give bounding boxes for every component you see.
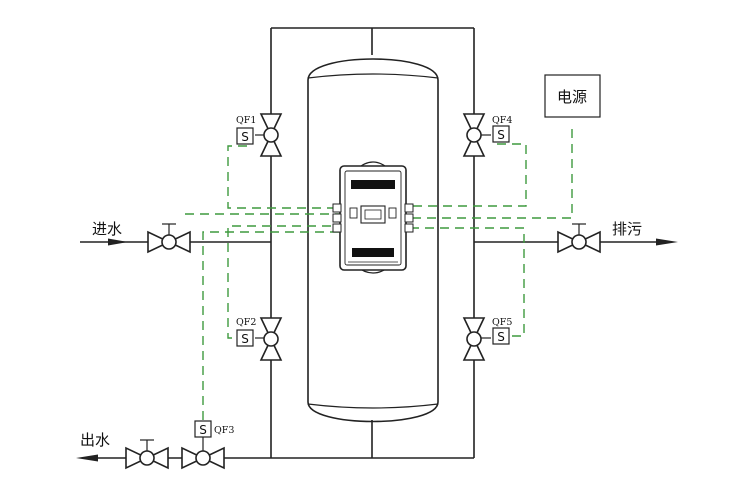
valve-qf4[interactable]: S QF4	[462, 113, 512, 157]
ctrl-line-qf5	[406, 227, 525, 337]
cable-gland-right-3	[404, 223, 414, 233]
outlet-manual-valve[interactable]	[125, 439, 169, 470]
qf2-solenoid-box	[236, 329, 254, 347]
qf4-label: QF4	[492, 115, 512, 126]
qf5-solenoid-letter: S	[497, 330, 505, 344]
cable-gland-right-1	[404, 203, 414, 213]
controller-screen	[364, 209, 382, 220]
tank-bottom-seam	[307, 403, 439, 409]
cable-gland-left-1	[332, 203, 342, 213]
qf3-solenoid-letter: S	[199, 423, 207, 437]
control-lines	[185, 129, 573, 420]
valve-qf2[interactable]: S QF2	[236, 317, 283, 361]
tank	[307, 58, 439, 423]
ctrl-line-power	[406, 129, 573, 219]
valve-qf5[interactable]: S QF5	[462, 317, 512, 361]
power-label: 电源	[557, 88, 587, 106]
controller-title-bar	[351, 180, 395, 189]
outlet-label: 出水	[80, 431, 110, 449]
qf5-label: QF5	[492, 317, 512, 328]
controller-brand-bar	[352, 248, 394, 257]
ctrl-line-qf1	[227, 145, 340, 209]
ctrl-line-qf2	[227, 225, 340, 339]
controller-inner-frame	[344, 170, 402, 266]
controller-left-button	[349, 207, 358, 219]
inlet-manual-valve[interactable]	[147, 223, 191, 254]
controller-box	[332, 161, 414, 274]
qf3-solenoid-box	[194, 420, 212, 438]
drain-manual-valve[interactable]	[557, 223, 601, 254]
outlet-arrow-icon	[76, 454, 98, 462]
inlet-arrow-icon	[108, 238, 128, 246]
drain-arrow-icon	[656, 238, 678, 246]
tank-body	[307, 58, 439, 423]
controller-right-button	[388, 207, 397, 219]
cable-gland-left-3	[332, 223, 342, 233]
power-box	[544, 74, 601, 118]
drain-label: 排污	[612, 220, 642, 238]
qf2-solenoid-letter: S	[241, 332, 249, 346]
cable-gland-right-2	[404, 213, 414, 223]
ctrl-line-qf4	[406, 143, 527, 207]
inlet-label: 进水	[92, 220, 122, 238]
ctrl-line-qf3	[202, 231, 340, 420]
qf1-solenoid-letter: S	[241, 130, 249, 144]
qf4-solenoid-letter: S	[497, 128, 505, 142]
cable-gland-left-2	[332, 213, 342, 223]
valve-qf1[interactable]: S QF1	[236, 113, 283, 157]
qf1-label: QF1	[236, 115, 256, 126]
power-supply: 电源	[544, 74, 601, 118]
qf2-label: QF2	[236, 317, 256, 328]
qf4-solenoid-box	[492, 125, 510, 143]
valve-qf3[interactable]: S QF3	[181, 420, 234, 470]
tank-top-seam	[307, 73, 439, 79]
qf3-label: QF3	[214, 425, 234, 436]
qf1-solenoid-box	[236, 127, 254, 145]
qf5-solenoid-box	[492, 327, 510, 345]
